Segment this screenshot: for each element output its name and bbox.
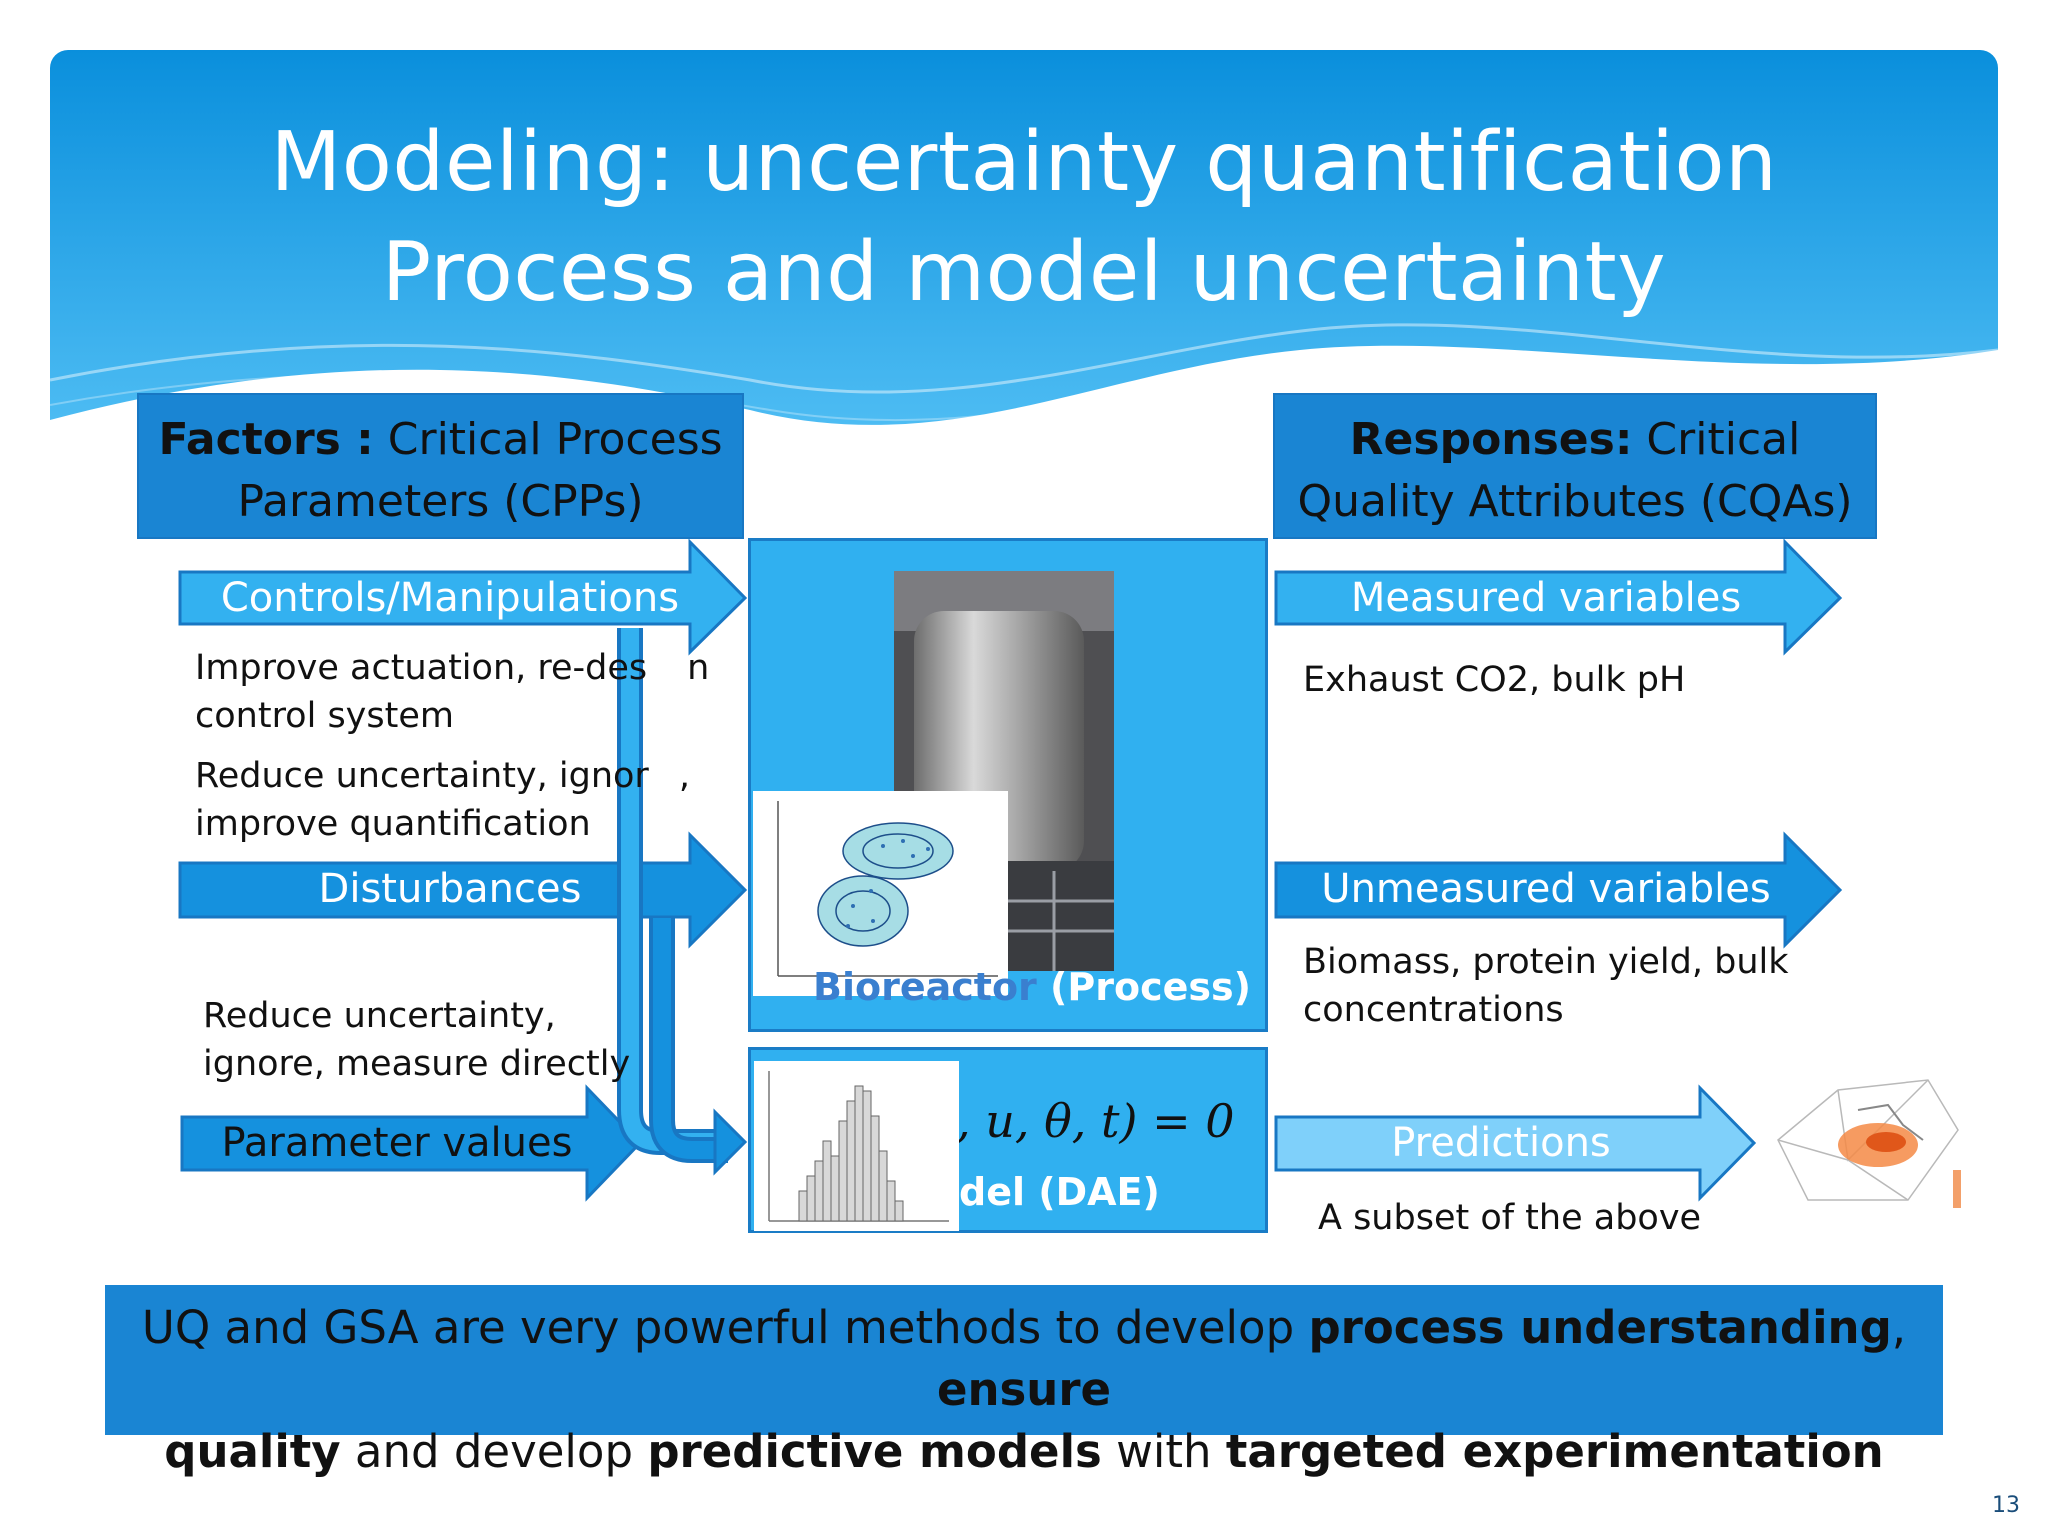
measured-note: Exhaust CO2, bulk pH [1303, 660, 1686, 700]
conclusion-bold-3: quality [164, 1425, 341, 1478]
controls-note-2: Reduce uncertainty, ignor, improve quant… [195, 752, 690, 848]
responses-rest: Critical [1632, 414, 1801, 465]
disturbances-note-line-1: Reduce uncertainty, [203, 996, 556, 1036]
responses-line-2: Quality Attributes (CQAs) [1297, 476, 1853, 527]
controls-label: Controls/Manipulations [220, 575, 680, 621]
factors-header-box: Factors : Critical Process Parameters (C… [137, 393, 744, 539]
measured-arrow [1274, 538, 1843, 656]
model-equation: , u, θ, t) = 0 [956, 1094, 1235, 1148]
unmeasured-note: Biomass, protein yield, bulk concentrati… [1303, 938, 1789, 1034]
factors-rest: Critical Process [373, 414, 723, 465]
measured-label: Measured variables [1350, 575, 1742, 621]
controls-arrow [178, 538, 748, 656]
model-box: , u, θ, t) = 0 del (DAE) [748, 1047, 1268, 1233]
process-label-visible: (Process) [1050, 965, 1251, 1009]
slide-title-line-1: Modeling: uncertainty quantification [270, 115, 1778, 210]
conclusion-box: UQ and GSA are very powerful methods to … [105, 1285, 1943, 1478]
responses-header-box: Responses: Critical Quality Attributes (… [1273, 393, 1877, 539]
unmeasured-note-line-2: concentrations [1303, 990, 1564, 1030]
disturbances-note: Reduce uncertainty, ignore, measure dire… [203, 992, 630, 1088]
controls-note-1: Improve actuation, re-des n control syste… [195, 644, 709, 740]
controls-note-1-line-1b: n [687, 648, 710, 688]
conclusion-bold-1: process understanding [1308, 1301, 1892, 1354]
scatter-density-inset [753, 791, 1008, 996]
model-label: del (DAE) [959, 1170, 1160, 1214]
scatter-density-plot [777, 801, 998, 977]
controls-note-2-line-1b: , [678, 756, 690, 796]
disturbances-label: Disturbances [318, 866, 582, 912]
parameters-arrow [180, 1084, 643, 1202]
slide-title-line-2: Process and model uncertainty [381, 225, 1667, 320]
factors-line-2: Parameters (CPPs) [237, 476, 644, 527]
process-label-hidden: Bioreactor [813, 965, 1037, 1009]
header-background [50, 50, 1998, 470]
predictions-arrow [1274, 1084, 1757, 1202]
surface-plot-thumbnail [1777, 1079, 1961, 1208]
responses-bold: Responses: [1349, 414, 1633, 465]
unmeasured-label: Unmeasured variables [1321, 866, 1771, 912]
conclusion-text-2: , [1891, 1301, 1907, 1354]
factors-bold: Factors : [158, 414, 374, 465]
predictions-label: Predictions [1391, 1120, 1611, 1166]
parameters-label: Parameter values [221, 1120, 573, 1166]
predictions-note: A subset of the above [1318, 1198, 1702, 1238]
process-label: Bioreactor (Process) [813, 965, 1251, 1009]
unmeasured-arrow [1274, 831, 1843, 949]
header-wave-graphic [50, 50, 1998, 425]
disturbances-arrow [178, 831, 748, 949]
conclusion-bold-5: targeted experimentation [1225, 1425, 1884, 1478]
disturbances-note-line-2: ignore, measure directly [203, 1044, 631, 1084]
unmeasured-note-line-1: Biomass, protein yield, bulk [1303, 942, 1789, 982]
controls-note-2-line-2: improve quantification [195, 804, 591, 844]
conclusion-text-3: and develop [340, 1425, 648, 1478]
conclusion-bold-2: ensure [936, 1363, 1112, 1416]
conclusion-text-1: UQ and GSA are very powerful methods to … [141, 1301, 1309, 1354]
histogram-plot [768, 1071, 949, 1222]
page-number: 13 [1992, 1493, 2020, 1518]
histogram-inset [754, 1061, 959, 1231]
controls-note-1-line-2: control system [195, 696, 454, 736]
conclusion-text-4: with [1101, 1425, 1226, 1478]
controls-note-2-line-1a: Reduce uncertainty, ignor [195, 756, 649, 796]
process-box: Bioreactor (Process) [748, 538, 1268, 1032]
controls-note-1-line-1a: Improve actuation, re-des [195, 648, 648, 688]
conclusion-bold-4: predictive models [647, 1425, 1102, 1478]
